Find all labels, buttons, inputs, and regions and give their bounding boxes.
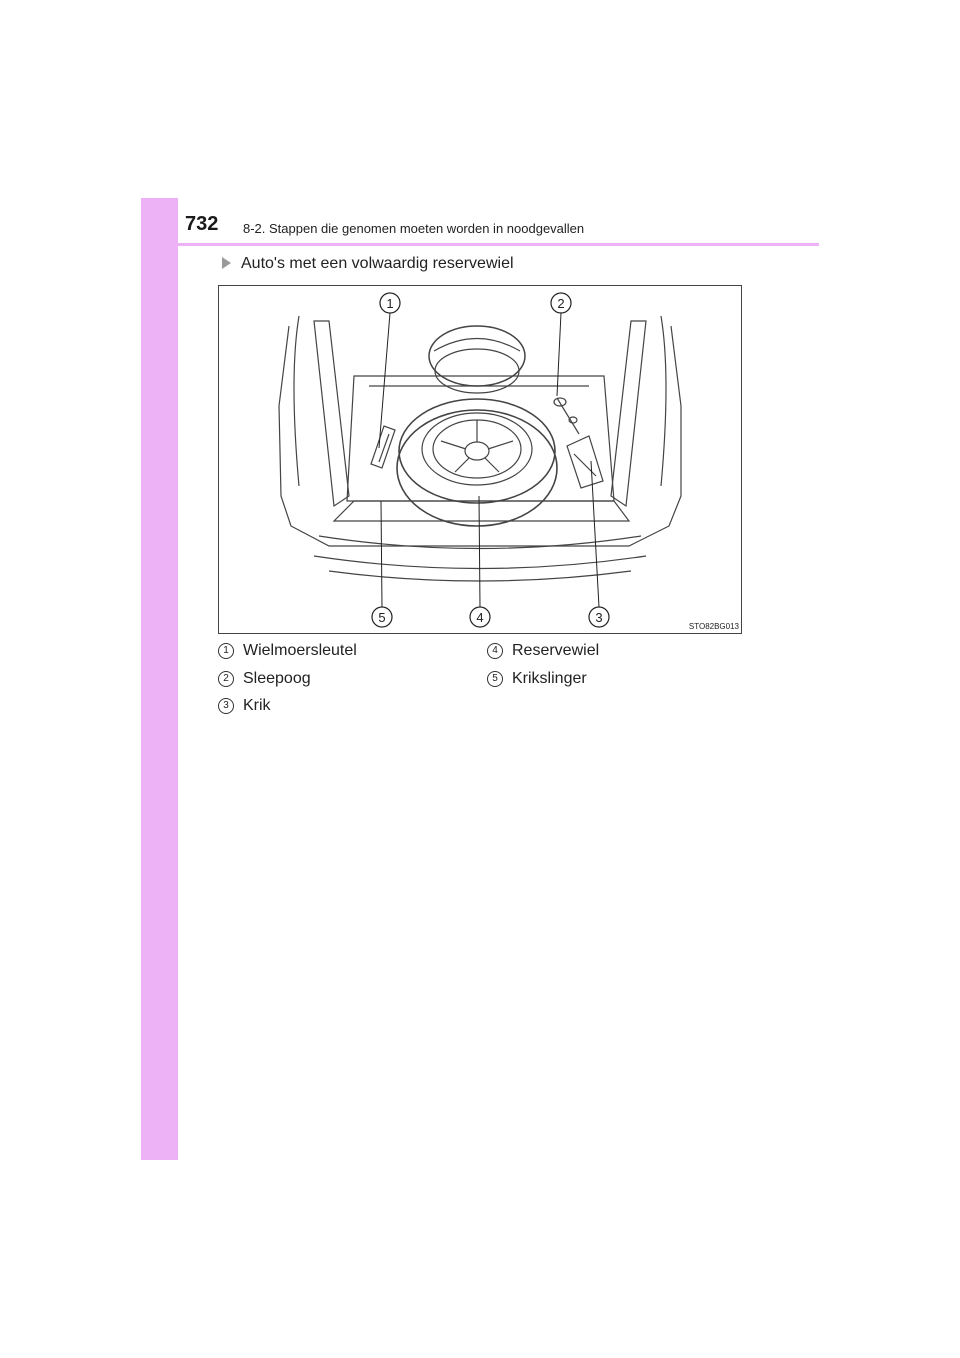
callout-1: 1 xyxy=(386,296,393,311)
number-badge: 1 xyxy=(218,643,234,659)
header-rule xyxy=(141,243,819,246)
page-number: 732 xyxy=(185,213,219,235)
section-title: 8-2. Stappen die genomen moeten worden i… xyxy=(243,221,585,236)
figure-code: STO82BG013 xyxy=(688,622,739,631)
trunk-illustration: 1 2 3 4 5 STO82BG013 xyxy=(218,285,742,634)
legend-item: 3 Krik xyxy=(218,697,271,715)
triangle-bullet-icon xyxy=(222,257,231,269)
callout-4: 4 xyxy=(476,610,483,625)
legend-label: Sleepoog xyxy=(243,670,311,687)
legend-label: Reservewiel xyxy=(512,642,600,659)
section-side-tab xyxy=(141,198,178,1160)
number-badge: 3 xyxy=(218,698,234,714)
legend-item: 4 Reservewiel xyxy=(487,642,599,660)
number-badge: 2 xyxy=(218,671,234,687)
legend-item: 1 Wielmoersleutel xyxy=(218,642,357,660)
legend-label: Krik xyxy=(243,697,271,714)
number-badge: 5 xyxy=(487,671,503,687)
callout-5: 5 xyxy=(378,610,385,625)
legend-item: 2 Sleepoog xyxy=(218,670,311,688)
trunk-drawing: 1 2 3 4 5 xyxy=(278,292,682,628)
subheading-text: Auto's met een volwaardig reservewiel xyxy=(241,255,514,272)
callout-2: 2 xyxy=(557,296,564,311)
subheading: Auto's met een volwaardig reservewiel xyxy=(222,255,514,273)
legend-label: Krikslinger xyxy=(512,670,587,687)
callout-3: 3 xyxy=(595,610,602,625)
legend-item: 5 Krikslinger xyxy=(487,670,587,688)
number-badge: 4 xyxy=(487,643,503,659)
legend: 1 Wielmoersleutel 2 Sleepoog 3 Krik 4 Re… xyxy=(218,642,638,722)
legend-label: Wielmoersleutel xyxy=(243,642,357,659)
